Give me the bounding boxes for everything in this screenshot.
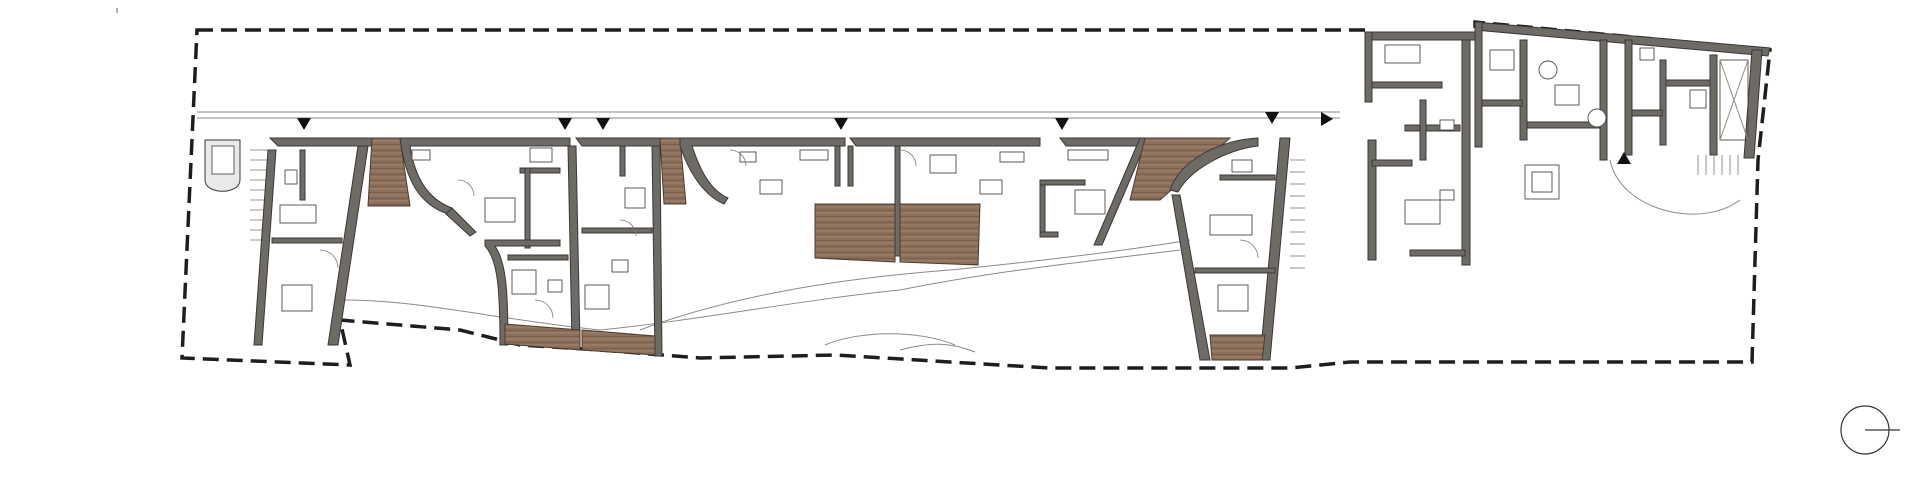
entrance-marker [834, 118, 848, 130]
deck-4b [659, 137, 687, 205]
landscape-path [639, 239, 1191, 331]
unit-5 [679, 137, 846, 205]
deck-8 [1209, 334, 1266, 361]
garden-arc [824, 333, 956, 346]
unit-8 [1169, 137, 1291, 361]
garden-arc [899, 343, 976, 353]
east-block [1363, 21, 1771, 266]
garden-arc [1609, 159, 1741, 215]
unit-1 [253, 137, 373, 346]
deck-5 [814, 203, 896, 263]
landscape-path [344, 249, 1181, 331]
entrance-marker [297, 118, 311, 130]
north-arrow-icon [1840, 405, 1900, 455]
unit-3 [484, 145, 581, 346]
deck-6 [899, 203, 981, 266]
entrance-marker [558, 118, 572, 130]
stair-east [1697, 155, 1739, 175]
entrance-marker [596, 118, 610, 130]
entrance-marker [1321, 112, 1333, 126]
deck-1 [367, 137, 411, 207]
deck-3 [504, 323, 581, 351]
deck-4 [581, 329, 656, 356]
stair-center [1290, 159, 1305, 269]
unit-6 [847, 137, 1041, 257]
entrance-marker [1055, 118, 1069, 130]
unit-7 [1039, 137, 1149, 246]
entrance-marker [1617, 152, 1631, 164]
round-structure-inner [211, 145, 235, 175]
site-boundary [180, 20, 1772, 370]
entrance-marker [1265, 112, 1279, 124]
unit-2 [399, 137, 571, 249]
unit-4 [575, 137, 666, 357]
